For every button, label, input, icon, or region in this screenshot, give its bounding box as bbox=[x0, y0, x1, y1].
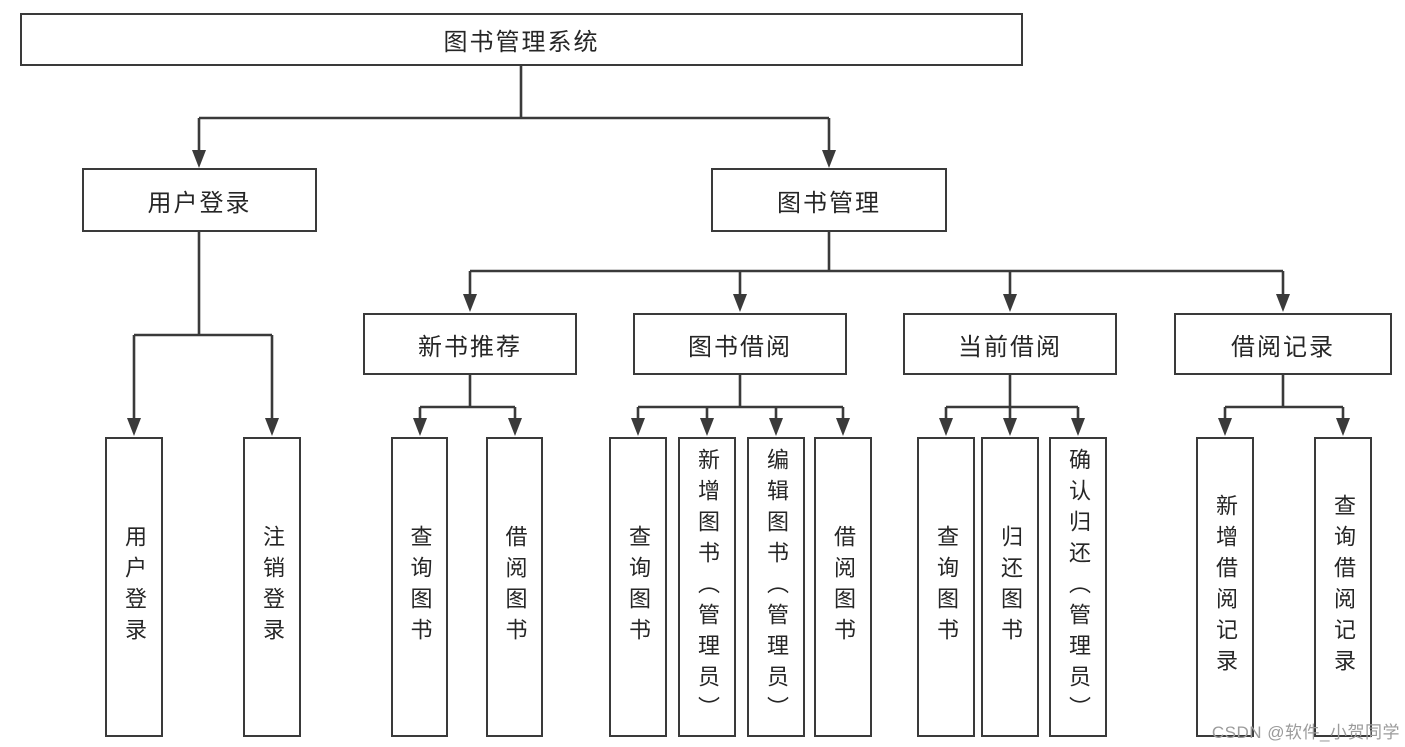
arrowheads bbox=[127, 150, 1350, 436]
leaf-add-borrow-record: 新增借阅记录 bbox=[1196, 437, 1254, 737]
node-label: 注销登录 bbox=[260, 525, 285, 649]
node-label: 查询图书 bbox=[934, 525, 959, 649]
leaf-add-books-admin: 新增图书（管理员） bbox=[678, 437, 736, 737]
node-label: 查询借阅记录 bbox=[1331, 494, 1356, 680]
csdn-watermark: CSDN @软件_小贺同学 bbox=[1211, 723, 1400, 742]
leaf-edit-books-admin: 编辑图书（管理员） bbox=[747, 437, 805, 737]
node-label: 查询图书 bbox=[407, 525, 433, 649]
leaf-query-borrow-record: 查询借阅记录 bbox=[1314, 437, 1372, 737]
leaf-user-login: 用户登录 bbox=[105, 437, 163, 737]
leaf-confirm-return-admin: 确认归还（管理员） bbox=[1049, 437, 1107, 737]
leaf-logout: 注销登录 bbox=[243, 437, 301, 737]
node-label: 查询图书 bbox=[626, 525, 651, 649]
node-label: 用户登录 bbox=[122, 525, 147, 649]
node-book-management: 图书管理 bbox=[711, 168, 947, 232]
leaf-borrow-books: 借阅图书 bbox=[486, 437, 543, 737]
node-label: 借阅图书 bbox=[502, 525, 528, 649]
node-book-borrow: 图书借阅 bbox=[633, 313, 847, 375]
node-borrow-records: 借阅记录 bbox=[1174, 313, 1392, 375]
leaf-query-books: 查询图书 bbox=[391, 437, 448, 737]
node-label: 新增图书（管理员） bbox=[695, 447, 720, 727]
node-root-system: 图书管理系统 bbox=[20, 13, 1023, 66]
node-new-book-recommend: 新书推荐 bbox=[363, 313, 577, 375]
leaf-borrow-books: 借阅图书 bbox=[814, 437, 872, 737]
node-label: 编辑图书（管理员） bbox=[764, 447, 789, 727]
node-label: 归还图书 bbox=[998, 525, 1023, 649]
leaf-return-books: 归还图书 bbox=[981, 437, 1039, 737]
node-current-borrow: 当前借阅 bbox=[903, 313, 1117, 375]
node-label: 确认归还（管理员） bbox=[1066, 447, 1091, 727]
node-label: 新增借阅记录 bbox=[1213, 494, 1238, 680]
node-label: 借阅图书 bbox=[831, 525, 856, 649]
leaf-query-books: 查询图书 bbox=[609, 437, 667, 737]
leaf-query-books: 查询图书 bbox=[917, 437, 975, 737]
node-user-login: 用户登录 bbox=[82, 168, 317, 232]
